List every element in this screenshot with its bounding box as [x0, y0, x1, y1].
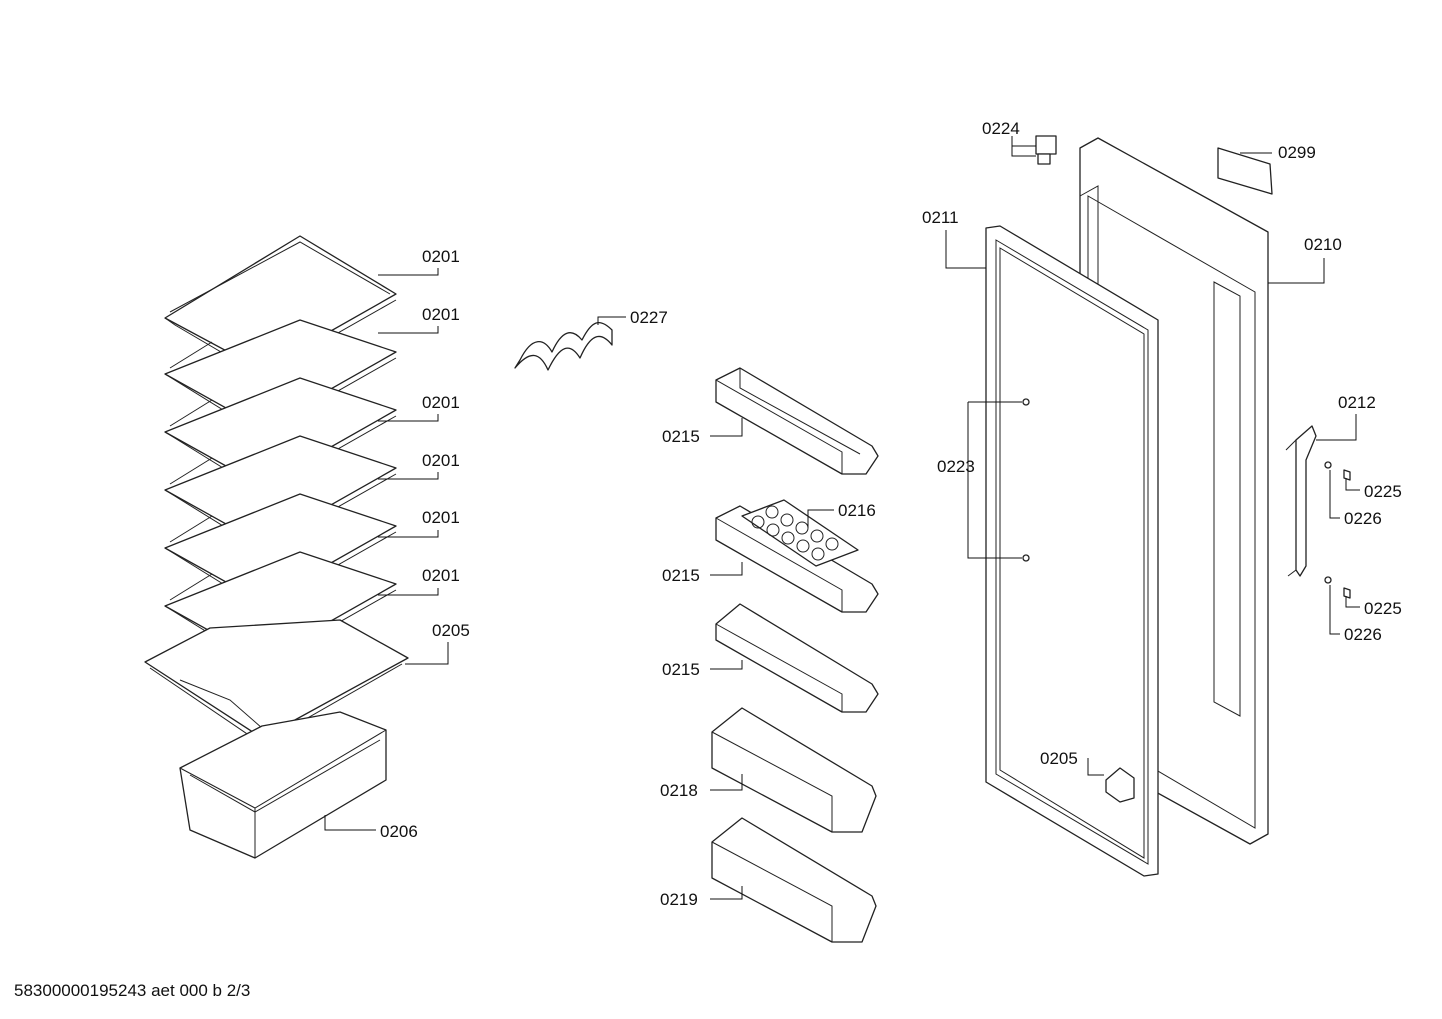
label-sticker-part	[1217, 147, 1273, 195]
egg-tray-part	[741, 499, 859, 567]
door-shelves	[711, 367, 879, 943]
door-gasket-part	[985, 225, 1159, 877]
label-shelf: 0201	[422, 566, 460, 585]
label-handle-cap: 0225	[1364, 599, 1402, 618]
hinge-cover-part	[1035, 135, 1057, 165]
label-shelf: 0201	[422, 451, 460, 470]
label-screws: 0223	[937, 457, 975, 476]
handle-cap-part	[1343, 469, 1351, 481]
label-crisper-cover: 0205	[432, 621, 470, 640]
door-assembly	[985, 135, 1351, 877]
shelf-stack	[144, 235, 409, 859]
label-door-shelf: 0215	[662, 566, 700, 585]
leader-lines	[324, 136, 1360, 900]
screw-part	[1022, 554, 1030, 562]
door-shelf-part	[711, 817, 877, 943]
label-shelf: 0201	[422, 508, 460, 527]
label-crisper-drawer: 0206	[380, 822, 418, 841]
part-labels: 0201 0201 0201 0201 0201 0201 0205 0206 …	[380, 119, 1402, 909]
label-handle-screw: 0226	[1344, 625, 1382, 644]
door-bracket-part	[1105, 767, 1135, 803]
handle-part	[1285, 425, 1317, 577]
handle-screw-part	[1324, 576, 1332, 584]
label-handle-cap: 0225	[1364, 482, 1402, 501]
label-sticker: 0299	[1278, 143, 1316, 162]
screw-part	[1022, 398, 1030, 406]
label-door-bracket: 0205	[1040, 749, 1078, 768]
label-door-shelf: 0219	[660, 890, 698, 909]
label-door: 0210	[1304, 235, 1342, 254]
door-shelf-part	[711, 707, 877, 833]
label-door-gasket: 0211	[922, 208, 959, 227]
label-shelf: 0201	[422, 393, 460, 412]
label-handle: 0212	[1338, 393, 1376, 412]
label-hinge-cover: 0224	[982, 119, 1020, 138]
label-door-shelf: 0218	[660, 781, 698, 800]
label-handle-screw: 0226	[1344, 509, 1382, 528]
crisper-drawer-part	[179, 711, 387, 859]
label-shelf: 0201	[422, 247, 460, 266]
door-shelf-part	[715, 603, 879, 713]
label-shelf: 0201	[422, 305, 460, 324]
handle-screw-part	[1324, 461, 1332, 469]
label-bottle-rack: 0227	[630, 308, 668, 327]
bottle-rack-part	[514, 321, 613, 371]
label-door-shelf: 0215	[662, 660, 700, 679]
label-door-shelf: 0215	[662, 427, 700, 446]
label-egg-tray: 0216	[838, 501, 876, 520]
handle-cap-part	[1343, 587, 1351, 599]
drawing-number: 58300000195243 aet 000 b 2/3	[14, 981, 251, 1000]
door-shelf-part	[715, 367, 879, 475]
